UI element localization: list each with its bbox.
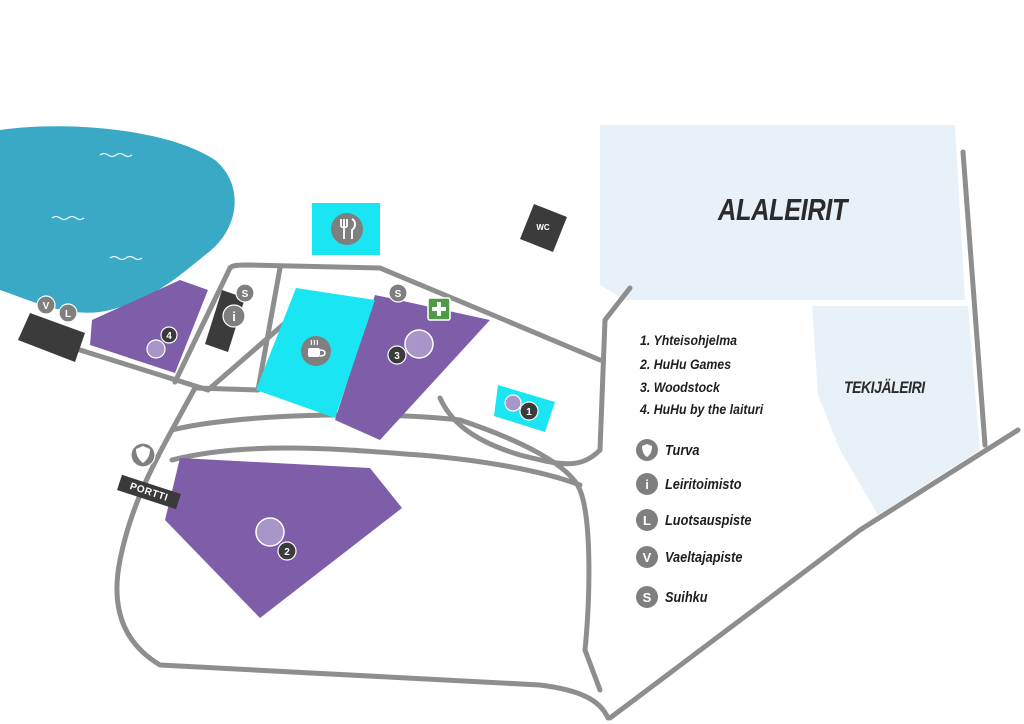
legend-program-item: 1. Yhteisohjelma	[640, 332, 738, 348]
wc-building[interactable]	[520, 204, 567, 252]
coffee-icon	[301, 336, 331, 366]
svg-text:1: 1	[526, 407, 532, 418]
legend-program-item: 3. Woodstock	[640, 379, 720, 395]
gate-building	[18, 313, 85, 362]
tekijaleiri-area[interactable]	[812, 306, 980, 515]
program-area-3[interactable]	[335, 295, 490, 440]
legend-symbol-label: Turva	[665, 441, 700, 459]
alaleirit-area[interactable]	[600, 125, 965, 300]
stage-marker-3[interactable]: 3	[387, 345, 407, 365]
guide-point-icon: L	[636, 509, 658, 531]
shower-marker[interactable]: S	[388, 283, 408, 303]
legend-symbol-label: Vaeltajapiste	[665, 548, 743, 566]
guide-point-marker[interactable]: L	[58, 303, 78, 323]
legend-symbol-item: S Suihku	[636, 585, 715, 609]
hiker-point-marker[interactable]: V	[36, 295, 56, 315]
program-area-2[interactable]	[165, 458, 402, 618]
shower-icon: S	[636, 586, 658, 608]
svg-text:S: S	[395, 289, 402, 300]
first-aid-icon	[427, 297, 451, 321]
svg-text:i: i	[232, 309, 236, 324]
shield-icon	[136, 446, 150, 463]
alaleirit-title: ALALEIRIT	[718, 192, 848, 227]
group-icon	[146, 329, 522, 547]
legend-symbol-item: L Luotsauspiste	[636, 508, 767, 532]
legend-symbol-item: i Leiritoimisto	[636, 472, 755, 496]
legend-symbol-label: Leiritoimisto	[665, 475, 742, 493]
shower-marker[interactable]: S	[235, 283, 255, 303]
hiker-point-icon: V	[636, 546, 658, 568]
legend-symbol-label: Suihku	[665, 588, 708, 606]
water-wave-icon	[51, 152, 143, 261]
info-icon: i	[636, 473, 658, 495]
svg-text:4: 4	[166, 331, 172, 342]
legend-symbol-label: Luotsauspiste	[665, 511, 752, 529]
svg-text:L: L	[65, 309, 71, 320]
svg-text:2: 2	[284, 547, 290, 558]
shield-icon	[636, 439, 658, 461]
stage-marker-1[interactable]: 1	[519, 401, 539, 421]
legend-program-item: 2. HuHu Games	[640, 356, 732, 372]
stage-marker-4[interactable]: 4	[160, 326, 178, 344]
tekijaleiri-title: TEKIJÄLEIRI	[844, 378, 925, 397]
svg-text:3: 3	[394, 351, 400, 362]
wc-label: WC	[536, 223, 550, 232]
svg-text:V: V	[43, 301, 50, 312]
stage-marker-2[interactable]: 2	[277, 541, 297, 561]
restaurant-icon	[331, 213, 363, 245]
legend-symbol-item: V Vaeltajapiste	[636, 545, 756, 569]
svg-text:S: S	[242, 289, 249, 300]
lake	[0, 126, 235, 313]
legend-symbol-item: Turva	[636, 438, 706, 462]
info-marker[interactable]: i	[222, 304, 246, 328]
security-marker[interactable]	[130, 442, 156, 468]
legend-program-item: 4. HuHu by the laituri	[640, 401, 764, 417]
program-area-4[interactable]	[90, 280, 208, 373]
